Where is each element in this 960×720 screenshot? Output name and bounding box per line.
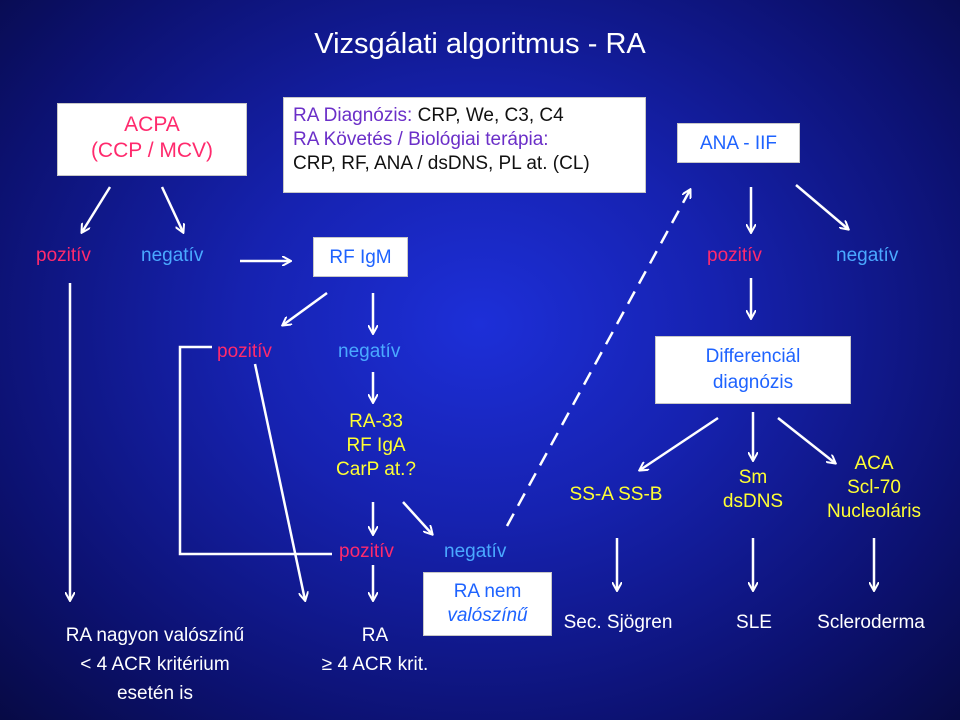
arrow-acpa-positive [82,186,112,232]
arrow-rfigm-positive [283,291,328,325]
aca-scl-nucleolar-group: ACA Scl-70 Nucleoláris [810,452,938,524]
ana-negative-label: negatív [836,245,899,266]
scleroderma-outcome: Scleroderma [817,612,925,633]
ra33-label: RA-33 [349,411,403,432]
greater-equal-symbol: ≥ [321,654,333,675]
differential-diagnosis-box: Differenciál diagnózis [655,336,851,404]
arrow-acpa-negative [160,186,183,232]
rf-igm-box: RF IgM [313,237,408,277]
arrow-rfpos-to-outcome [253,363,305,600]
arrow-diff-to-ssa [640,416,719,470]
arrow-ra33-negative [402,501,432,534]
ra-very-likely-outcome: RA nagyon valószínű < 4 ACR kritérium es… [40,621,270,708]
arrow-diff-to-aca [777,417,835,463]
ra-unlikely-box: RA nem valószínű [423,572,552,636]
ra-outcome: RA ≥ 4 ACR krit. [305,621,445,679]
bracket-rfpos-to-ra33pos [178,345,332,556]
rf-iga-label: RF IgA [346,435,406,456]
acpa-box: ACPA (CCP / MCV) [57,103,247,176]
dsdns-label: dsDNS [722,491,784,512]
acpa-positive-label: pozitív [36,245,91,266]
scl70-label: Scl-70 [847,477,901,498]
ra-very-likely-line2: < 4 ACR kritérium [80,654,230,675]
acpa-label: ACPA [124,113,180,136]
ra33-negative-label: negatív [444,541,507,562]
page-title: Vizsgálati algoritmus - RA [314,28,646,60]
sm-label: Sm [738,467,768,488]
ra-unlikely-line1: RA nem [453,581,522,602]
nucleolar-label: Nucleoláris [827,501,921,522]
ra-very-likely-line3: esetén is [116,683,194,704]
sm-dsdns-group: Sm dsDNS [705,466,801,514]
differential-line2: diagnózis [712,372,794,393]
aca-label: ACA [854,453,894,474]
dashed-link-ra-unlikely-to-ana [505,190,690,527]
differential-line1: Differenciál [705,346,801,367]
arrow-ana-negative [795,184,848,229]
carp-label: CarP at.? [336,459,416,480]
ra-followup-value: CRP, RF, ANA / dsDNS, PL at. (CL) [293,153,590,174]
ra-diagnosis-box: RA Diagnózis: CRP, We, C3, C4 RA Követés… [283,97,646,193]
ana-positive-label: pozitív [707,245,762,266]
ra33-positive-label: pozitív [339,541,394,562]
ra-outcome-line2: 4 ACR krit. [337,654,429,675]
ra33-test-group: RA-33 RF IgA CarP at.? [320,410,432,482]
ra-diagnosis-value: CRP, We, C3, C4 [412,105,564,126]
acpa-negative-label: negatív [141,245,204,266]
rfigm-negative-label: negatív [338,341,401,362]
ra-followup-label: RA Követés / Biológiai terápia: [293,129,549,150]
ana-iif-box: ANA - IIF [677,123,800,163]
sle-outcome: SLE [736,612,772,633]
ra-unlikely-line2: valószínű [447,605,528,626]
sec-sjogren-outcome: Sec. Sjögren [563,612,673,633]
ra-outcome-line1: RA [361,625,389,646]
acpa-sublabel: (CCP / MCV) [90,139,214,162]
ra-diagnosis-label: RA Diagnózis: [293,105,413,126]
rfigm-positive-label: pozitív [217,341,272,362]
ra-very-likely-line1: RA nagyon valószínű [65,625,245,646]
ssa-ssb-label: SS-A SS-B [569,484,663,505]
